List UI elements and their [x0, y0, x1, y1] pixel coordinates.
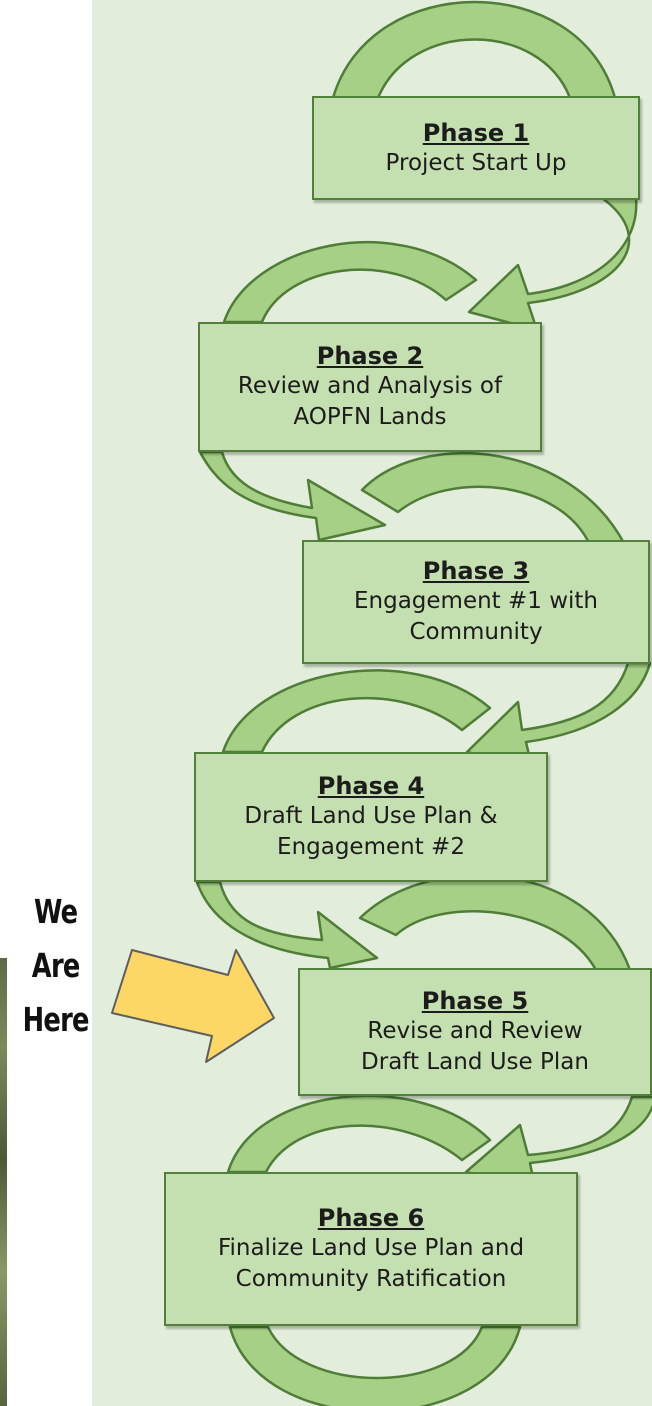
cycle-arrow-11 — [226, 1094, 492, 1174]
phase-5-description: Revise and Review Draft Land Use Plan — [361, 1018, 589, 1075]
current-phase-pointer-arrow — [111, 949, 275, 1063]
phase-2-box: Phase 2 Review and Analysis of AOPFN Lan… — [198, 322, 542, 452]
phase-3-box: Phase 3 Engagement #1 with Community — [302, 540, 650, 664]
cycle-arrow-1 — [331, 0, 617, 100]
cycle-arrow-12 — [228, 1325, 522, 1406]
background-photo-edge — [0, 958, 7, 1406]
diagram-panel — [92, 0, 652, 1406]
phase-1-title: Phase 1 — [422, 118, 530, 147]
cycle-arrow-9 — [358, 873, 632, 972]
we-are-here-label: We Are Here — [22, 892, 90, 1039]
phase-6-box: Phase 6 Finalize Land Use Plan and Commu… — [164, 1172, 578, 1326]
phase-5-box: Phase 5 Revise and Review Draft Land Use… — [298, 968, 652, 1096]
phase-6-title: Phase 6 — [317, 1204, 425, 1232]
cycle-arrow-8 — [195, 880, 379, 970]
phase-4-title: Phase 4 — [317, 772, 425, 800]
phase-4-box: Phase 4 Draft Land Use Plan & Engagement… — [194, 752, 548, 882]
phase-4-description: Draft Land Use Plan & Engagement #2 — [244, 803, 498, 860]
cycle-arrow-3 — [222, 240, 478, 324]
phase-1-box: Phase 1 Project Start Up — [312, 96, 640, 200]
phase-2-title: Phase 2 — [316, 342, 424, 370]
phase-3-description: Engagement #1 with Community — [353, 588, 599, 645]
phase-6-description: Finalize Land Use Plan and Community Rat… — [217, 1235, 525, 1292]
cycle-arrow-4 — [198, 450, 387, 542]
phase-5-title: Phase 5 — [421, 987, 529, 1015]
phase-1-description: Project Start Up — [385, 149, 567, 176]
phase-3-title: Phase 3 — [422, 557, 530, 585]
cycle-arrow-5 — [360, 452, 627, 547]
phase-2-description: Review and Analysis of AOPFN Lands — [237, 373, 503, 430]
cycle-arrow-7 — [221, 669, 492, 754]
cycle-arrow-2 — [467, 196, 638, 332]
